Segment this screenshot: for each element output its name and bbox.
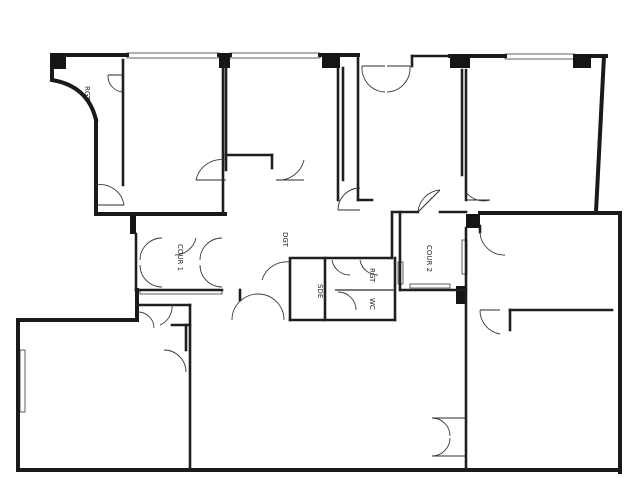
pillars: [50, 53, 591, 304]
room-label-rgt-mid: RGT: [368, 268, 376, 283]
room-label-cour-2: COUR 2: [425, 245, 433, 272]
room-label-sde: SDE: [316, 284, 324, 298]
room-label-cour-1: COUR 1: [176, 244, 184, 271]
room-labels: RGT COUR 1 DGT SDE RGT WC COUR 2: [83, 86, 433, 310]
room-label-rgt-top: RGT: [83, 86, 91, 101]
interior-walls: [121, 53, 614, 472]
doors: [95, 65, 506, 457]
room-label-wc: WC: [368, 298, 376, 310]
room-label-dgt: DGT: [281, 232, 289, 248]
